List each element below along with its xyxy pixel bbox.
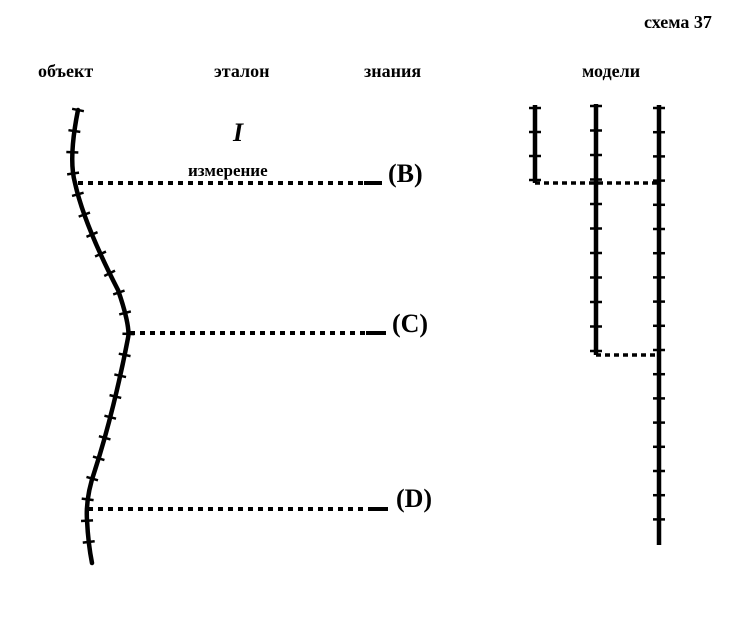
object-tick bbox=[68, 128, 81, 134]
object-tick bbox=[118, 352, 131, 358]
object-tick bbox=[118, 310, 132, 316]
model-columns bbox=[532, 104, 662, 545]
object-tick bbox=[71, 107, 85, 113]
header-standard: эталон bbox=[214, 61, 270, 81]
object-tick bbox=[98, 434, 111, 441]
marker-b: (B) bbox=[388, 159, 423, 188]
header-models: модели bbox=[582, 61, 641, 81]
object-tick bbox=[66, 171, 80, 176]
object-tick bbox=[82, 540, 95, 544]
object-tick bbox=[94, 250, 107, 258]
object-tick bbox=[80, 519, 94, 523]
header-object: объект bbox=[38, 61, 94, 81]
connector-lines bbox=[78, 181, 388, 511]
object-tick bbox=[112, 289, 125, 296]
object-tick bbox=[81, 497, 94, 502]
object-tick bbox=[104, 414, 117, 420]
roman-numeral: I bbox=[233, 118, 244, 147]
scheme-label: схема 37 bbox=[644, 12, 712, 32]
object-curve-ticks bbox=[66, 107, 135, 544]
object-tick bbox=[103, 269, 116, 278]
object-tick bbox=[85, 231, 99, 238]
object-tick bbox=[86, 475, 99, 482]
header-knowledge: знания bbox=[364, 61, 422, 81]
object-tick bbox=[71, 191, 84, 198]
marker-d: (D) bbox=[396, 484, 433, 513]
object-curve bbox=[69, 107, 131, 566]
measurement-label: измерение bbox=[188, 161, 268, 180]
object-tick bbox=[92, 455, 105, 462]
object-tick bbox=[114, 373, 127, 379]
model-column-ticks bbox=[529, 104, 665, 521]
marker-c: (C) bbox=[392, 309, 429, 338]
object-tick bbox=[109, 393, 122, 400]
object-tick bbox=[78, 211, 91, 218]
